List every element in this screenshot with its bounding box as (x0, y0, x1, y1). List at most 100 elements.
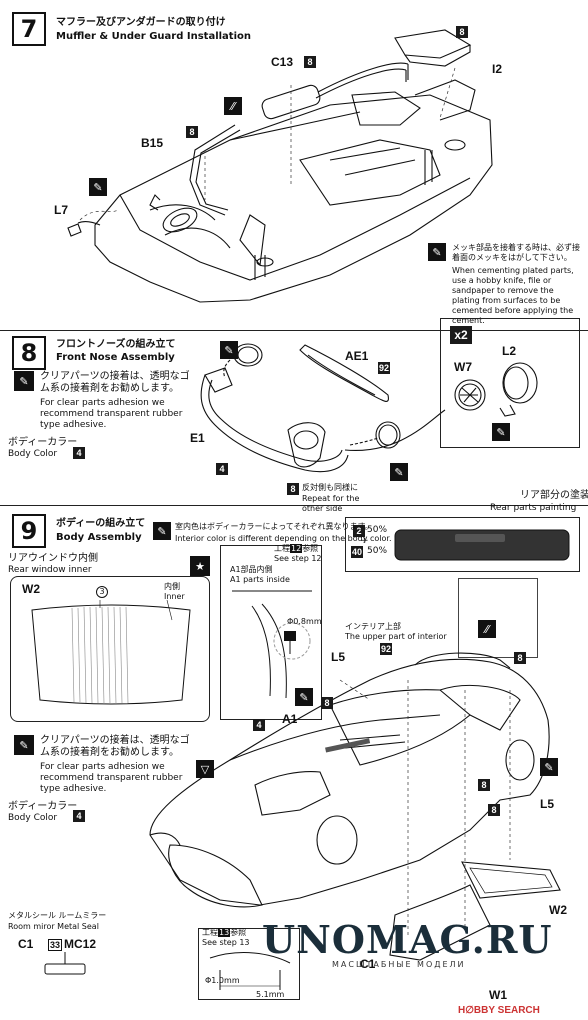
color-tag-4: 4 (253, 719, 265, 731)
part-l5-right: L5 (540, 797, 555, 811)
color-tag-4: 4 (73, 447, 85, 459)
star-icon: ★ (190, 556, 210, 576)
cement-icon: ✎ (492, 423, 510, 441)
rear-panel-drawing (394, 529, 570, 561)
color-tag-8: 8 (321, 697, 333, 709)
color-tag-8: 8 (488, 804, 500, 816)
part-w2-body: W2 (549, 903, 567, 917)
room-mirror-drawing (44, 952, 86, 975)
circle-3: 3 (96, 586, 108, 598)
rear-window-jp: リアウインドウ内側 (8, 553, 98, 564)
step13-ref-suffix: 参照 (230, 928, 247, 937)
car-body-drawing (149, 652, 561, 961)
a1-inside-drawing (232, 590, 312, 699)
step9-title-jp: ボディーの組み立て (56, 518, 146, 529)
plated-icon: ⁄⁄ (224, 97, 242, 115)
dia-10: Φ1.0mm (205, 976, 240, 985)
interior-color-jp: 室内色はボディーカラーによってそれぞれ異なります。 (175, 522, 373, 531)
clear-part-icon: ✎ (14, 371, 34, 391)
inner-jp: 内側 (164, 582, 180, 591)
front-nose-drawing (200, 343, 538, 473)
cement-icon: ✎ (295, 688, 313, 706)
part-b15: B15 (141, 136, 164, 150)
paint-tag-40: 40 (351, 546, 364, 558)
part-c13: C13 (271, 55, 294, 69)
cement-icon: ✎ (89, 178, 107, 196)
metal-seal-en: Room miror Metal Seal (8, 922, 99, 931)
step8-clear-note-en: For clear parts adhesion we recommend tr… (40, 398, 183, 430)
rear-window-en: Rear window inner (8, 565, 92, 575)
interior-top-box (458, 578, 538, 658)
step13-drawing (209, 952, 291, 990)
step13-ref-en: See step 13 (202, 938, 250, 947)
paint-mix-1: 50% (367, 525, 388, 535)
site-watermark-sub: МАСШТАБНЫЕ МОДЕЛИ (332, 960, 466, 969)
part-c1: C1 (18, 937, 34, 951)
a1-inside-en: A1 parts inside (230, 575, 290, 584)
plated-icon: ⁄⁄ (478, 620, 496, 638)
rear-paint-label-jp: リア部分の塗装 (520, 490, 588, 501)
inner-en: Inner (164, 592, 185, 601)
step12-ref-prefix: 工程 (274, 544, 290, 553)
hobby-search-logo: H∅BBY SEARCH (458, 1005, 540, 1016)
dim-51: 5.1mm (256, 990, 285, 999)
part-ae1: AE1 (345, 349, 369, 363)
step9-clear-note-en: For clear parts adhesion we recommend tr… (40, 762, 183, 794)
cement-plated-icon: ✎ (428, 243, 446, 261)
cement-note-jp: メッキ部品を接着する時は、必ず接着面のメッキをはがして下さい。 (452, 243, 580, 262)
separator-8-9 (0, 505, 588, 506)
color-tag-8: 8 (478, 779, 490, 791)
cement-note-en: When cementing plated parts, use a hobby… (452, 266, 574, 325)
step8-title-en: Front Nose Assembly (56, 352, 175, 363)
step12-ref-suffix: 参照 (302, 544, 319, 553)
part-i2: I2 (492, 62, 503, 76)
step8-body-color-en: Body Color (8, 449, 58, 459)
step9-title-en: Body Assembly (56, 532, 142, 543)
headlight-detail-box (440, 318, 580, 448)
part-mc12: MC12 (64, 937, 97, 951)
part-l5: L5 (331, 650, 346, 664)
step12-ref-en: See step 12 (274, 554, 322, 563)
metal-seal-jp: メタルシール ルームミラー (8, 911, 107, 920)
rear-paint-label-en: Rear parts painting (490, 503, 577, 513)
step9-body-color-en: Body Color (8, 813, 58, 823)
step8-body-color-jp: ボディーカラー (8, 437, 78, 448)
metal-tag-33: 33 (48, 939, 63, 951)
part-l2: L2 (502, 344, 517, 358)
step7-title-jp: マフラー及びアンダガードの取り付け (56, 17, 226, 28)
color-tag-4: 4 (216, 463, 228, 475)
rear-window-drawing (31, 599, 191, 705)
chassis-drawing (67, 29, 493, 303)
color-tag-8: 8 (456, 26, 468, 38)
part-w7: W7 (454, 360, 472, 374)
step7-title-en: Muffler & Under Guard Installation (56, 31, 251, 42)
step9-number: 9 (12, 514, 46, 548)
interior-top-jp: インテリア上部 (345, 622, 401, 631)
step12-ref-jp: 工程12参照 (274, 544, 318, 554)
color-tag-92: 92 (378, 362, 391, 374)
step7-number: 7 (12, 12, 46, 46)
step13-box (198, 928, 300, 1000)
step9-body-color-jp: ボディーカラー (8, 801, 78, 812)
interior-top-en: The upper part of interior (345, 632, 447, 641)
repeat-note-jp: 反対側も同様に (302, 483, 358, 492)
dia-08: Φ0.8mm (287, 617, 322, 626)
step9-clear-note-jp: クリアパーツの接着は、透明なゴム系の接着剤をお勧めします。 (40, 735, 190, 758)
drill-icon: ▽ (196, 760, 214, 778)
repeat-note-en: Repeat for the other side (302, 494, 360, 513)
color-tag-8: 8 (304, 56, 316, 68)
cement-icon: ✎ (540, 758, 558, 776)
a1-inside-jp: A1部品内側 (230, 565, 273, 574)
cement-icon: ✎ (390, 463, 408, 481)
part-c1-bottom: C1 (360, 957, 376, 971)
cement-icon: ✎ (220, 341, 238, 359)
part-e1: E1 (190, 431, 205, 445)
separator-7-8 (0, 330, 588, 331)
color-tag-8: 8 (287, 483, 299, 495)
color-tag-4: 4 (73, 810, 85, 822)
color-tag-8: 8 (514, 652, 526, 664)
clear-part-icon: ✎ (14, 735, 34, 755)
step8-clear-note-jp: クリアパーツの接着は、透明なゴム系の接着剤をお勧めします。 (40, 371, 190, 394)
interior-color-en: Interior color is different depending on… (175, 534, 392, 543)
